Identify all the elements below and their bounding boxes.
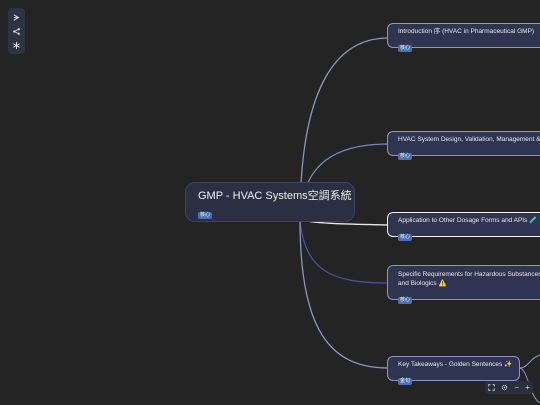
root-node[interactable]: GMP - HVAC Systems空調系統 核心 bbox=[185, 182, 355, 222]
settings-icon[interactable] bbox=[501, 384, 508, 391]
node-tag: 核心 bbox=[398, 297, 413, 304]
expand-arrow-icon[interactable] bbox=[10, 11, 23, 24]
node-introduction[interactable]: Introduction 序 (HVAC in Pharmaceutical G… bbox=[387, 23, 540, 52]
edge-key-takeaways-sub1 bbox=[519, 354, 540, 369]
asterisk-icon[interactable] bbox=[10, 39, 23, 52]
node-title: HVAC System Design, Validation, Manageme… bbox=[398, 136, 540, 143]
fit-screen-icon[interactable] bbox=[488, 384, 495, 391]
zoom-out-icon[interactable]: − bbox=[514, 382, 520, 392]
node-title: Key Takeaways - Golden Sentences ✨ bbox=[398, 361, 513, 368]
left-toolbar bbox=[8, 8, 25, 54]
node-title: Application to Other Dosage Forms and AP… bbox=[398, 217, 538, 224]
node-title-line1: Specific Requirements for Hazardous Subs… bbox=[398, 271, 540, 278]
zoom-controls: − + bbox=[485, 381, 533, 394]
node-tag: 核心 bbox=[398, 45, 413, 52]
node-tag: 核心 bbox=[398, 234, 413, 241]
node-hazardous[interactable]: Specific Requirements for Hazardous Subs… bbox=[387, 265, 540, 304]
node-title: Introduction 序 (HVAC in Pharmaceutical G… bbox=[398, 28, 535, 35]
root-title: GMP - HVAC Systems空調系統 bbox=[198, 190, 352, 202]
node-tag: 核心 bbox=[398, 153, 413, 160]
node-other-dosage[interactable]: Application to Other Dosage Forms and AP… bbox=[387, 212, 540, 241]
root-tag: 核心 bbox=[198, 212, 213, 219]
edge-hazardous bbox=[299, 219, 389, 284]
node-key-takeaways[interactable]: Key Takeaways - Golden Sentences ✨ 金句 bbox=[387, 356, 520, 385]
node-title-line2: and Biologics ⚠️ bbox=[398, 280, 447, 287]
zoom-in-icon[interactable]: + bbox=[525, 382, 530, 392]
share-icon[interactable] bbox=[10, 25, 23, 38]
edge-introduction bbox=[299, 37, 389, 221]
node-hvac-design[interactable]: HVAC System Design, Validation, Manageme… bbox=[387, 131, 540, 160]
edge-key-takeaways bbox=[299, 219, 389, 369]
node-tag: 金句 bbox=[398, 378, 413, 385]
